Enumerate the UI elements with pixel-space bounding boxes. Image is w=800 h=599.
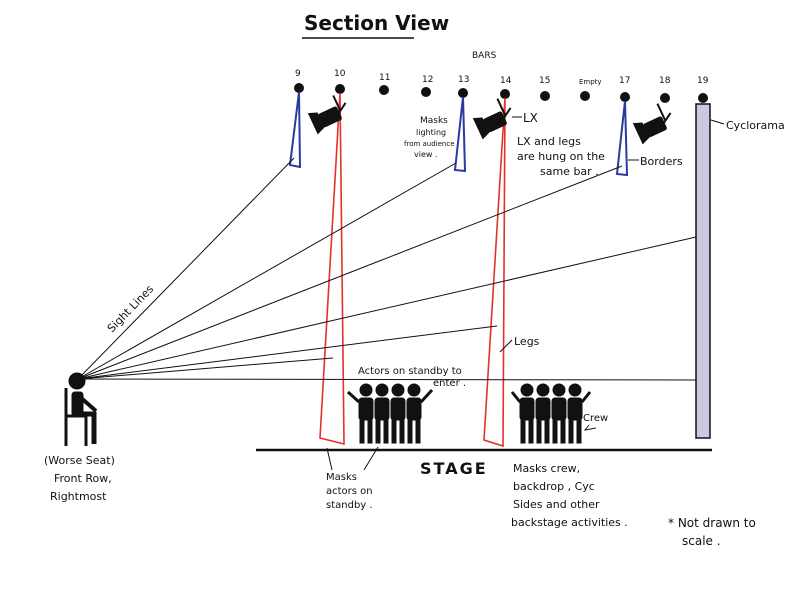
cyclorama [695, 103, 711, 439]
actor-figure-4 [406, 383, 434, 444]
bar-label-empty: Empty [579, 78, 602, 86]
lantern-bar-18-icon [632, 103, 672, 145]
legs-pointer [499, 339, 513, 353]
crew-figure-1 [510, 383, 535, 444]
sight-line-5 [77, 325, 498, 380]
bar-number-labels: 9 10 11 12 13 14 15 Empty 17 18 19 [295, 69, 709, 86]
not-to-scale-line-2: scale . [682, 534, 721, 548]
lx-note-line-1: LX and legs [517, 135, 581, 148]
masks-crew-line-3: Sides and other [513, 498, 600, 511]
bar-dots [294, 83, 708, 103]
bar-label-13: 13 [458, 75, 469, 85]
sight-line-6 [77, 357, 334, 380]
masks-lighting-line-1: Masks [420, 116, 448, 126]
leg-bar-10 [319, 92, 345, 446]
lx-label: LX [523, 111, 538, 125]
cyclorama-label: Cyclorama [726, 119, 785, 132]
bar-dot-13 [458, 88, 468, 98]
crew-label: Crew [583, 413, 608, 424]
leg-bar-14 [483, 97, 506, 448]
lx-note-line-2: are hung on the [517, 150, 605, 163]
masks-crew-line-4: backstage activities . [511, 516, 628, 529]
sight-lines-label: Sight Lines [105, 282, 157, 335]
bar-dot-9 [294, 83, 304, 93]
worse-seat-line-1: (Worse Seat) [44, 454, 115, 467]
cyclorama-pointer [710, 119, 725, 125]
sight-line-4 [77, 236, 697, 380]
legs-label: Legs [514, 335, 540, 348]
worse-seat-line-2: Front Row, [54, 472, 112, 485]
masks-actors-pointer-2 [363, 446, 379, 471]
worse-seat-line-3: Rightmost [50, 490, 107, 503]
audience-head-icon [68, 372, 86, 390]
lantern-bar-14-icon [472, 98, 512, 140]
lanterns [307, 95, 672, 145]
sight-line-1 [77, 157, 295, 380]
bar-dot-15 [540, 91, 550, 101]
masks-lighting-line-4: view . [414, 150, 438, 159]
sight-line-2 [77, 162, 457, 380]
bar-label-10: 10 [334, 69, 346, 79]
actor-figure-1 [346, 383, 374, 444]
masks-crew-line-2: backdrop , Cyc [513, 480, 595, 493]
actors-standby-line-1: Actors on standby to [358, 366, 462, 377]
border-bar-17 [615, 100, 629, 177]
bar-label-14: 14 [500, 76, 512, 86]
masks-actors-line-3: standby . [326, 500, 373, 511]
stage-label: STAGE [420, 459, 488, 478]
legs [319, 92, 506, 448]
bar-dot-19 [698, 93, 708, 103]
bars-heading: BARS [472, 51, 497, 61]
bar-dot-14 [500, 89, 510, 99]
crew-arrow-icon [583, 424, 597, 431]
bar-label-17: 17 [619, 76, 630, 86]
masks-actors-line-1: Masks [326, 472, 357, 483]
bar-label-15: 15 [539, 76, 550, 86]
bar-dot-18 [660, 93, 670, 103]
masks-lighting-line-2: lighting [416, 128, 446, 137]
bar-label-18: 18 [659, 76, 671, 86]
crew-figure-4 [567, 383, 592, 444]
crew-figure-3 [551, 383, 567, 444]
bar-dot-10 [335, 84, 345, 94]
sight-line-7 [77, 378, 697, 381]
bar-dot-17 [620, 92, 630, 102]
actors-group [346, 383, 434, 444]
bar-dot-empty [580, 91, 590, 101]
masks-lighting-line-3: from audience [404, 140, 455, 148]
border-bar-9 [288, 91, 302, 169]
lantern-bar-10-icon [307, 95, 347, 135]
not-to-scale-line-1: * Not drawn to [668, 516, 756, 530]
sight-line-3 [77, 165, 623, 380]
crew-figure-2 [535, 383, 551, 444]
masks-actors-pointer-1 [326, 447, 333, 471]
actors-standby-line-2: enter . [433, 378, 466, 389]
borders [288, 91, 629, 177]
bar-label-12: 12 [422, 75, 433, 85]
bar-label-9: 9 [295, 69, 301, 79]
actor-figure-2 [374, 383, 390, 444]
borders-label: Borders [640, 155, 683, 168]
audience-seat-figure [64, 372, 98, 446]
lx-note-line-3: same bar . [540, 165, 599, 178]
crew-group [510, 383, 592, 444]
masks-actors-line-2: actors on [326, 486, 373, 497]
masks-crew-line-1: Masks crew, [513, 462, 580, 475]
bar-dot-11 [379, 85, 389, 95]
bar-label-11: 11 [379, 73, 390, 83]
bar-label-19: 19 [697, 76, 709, 86]
border-bar-13 [453, 96, 467, 173]
bar-dot-12 [421, 87, 431, 97]
diagram-title: Section View [304, 11, 449, 35]
sight-lines [77, 157, 697, 381]
actor-figure-3 [390, 383, 406, 444]
